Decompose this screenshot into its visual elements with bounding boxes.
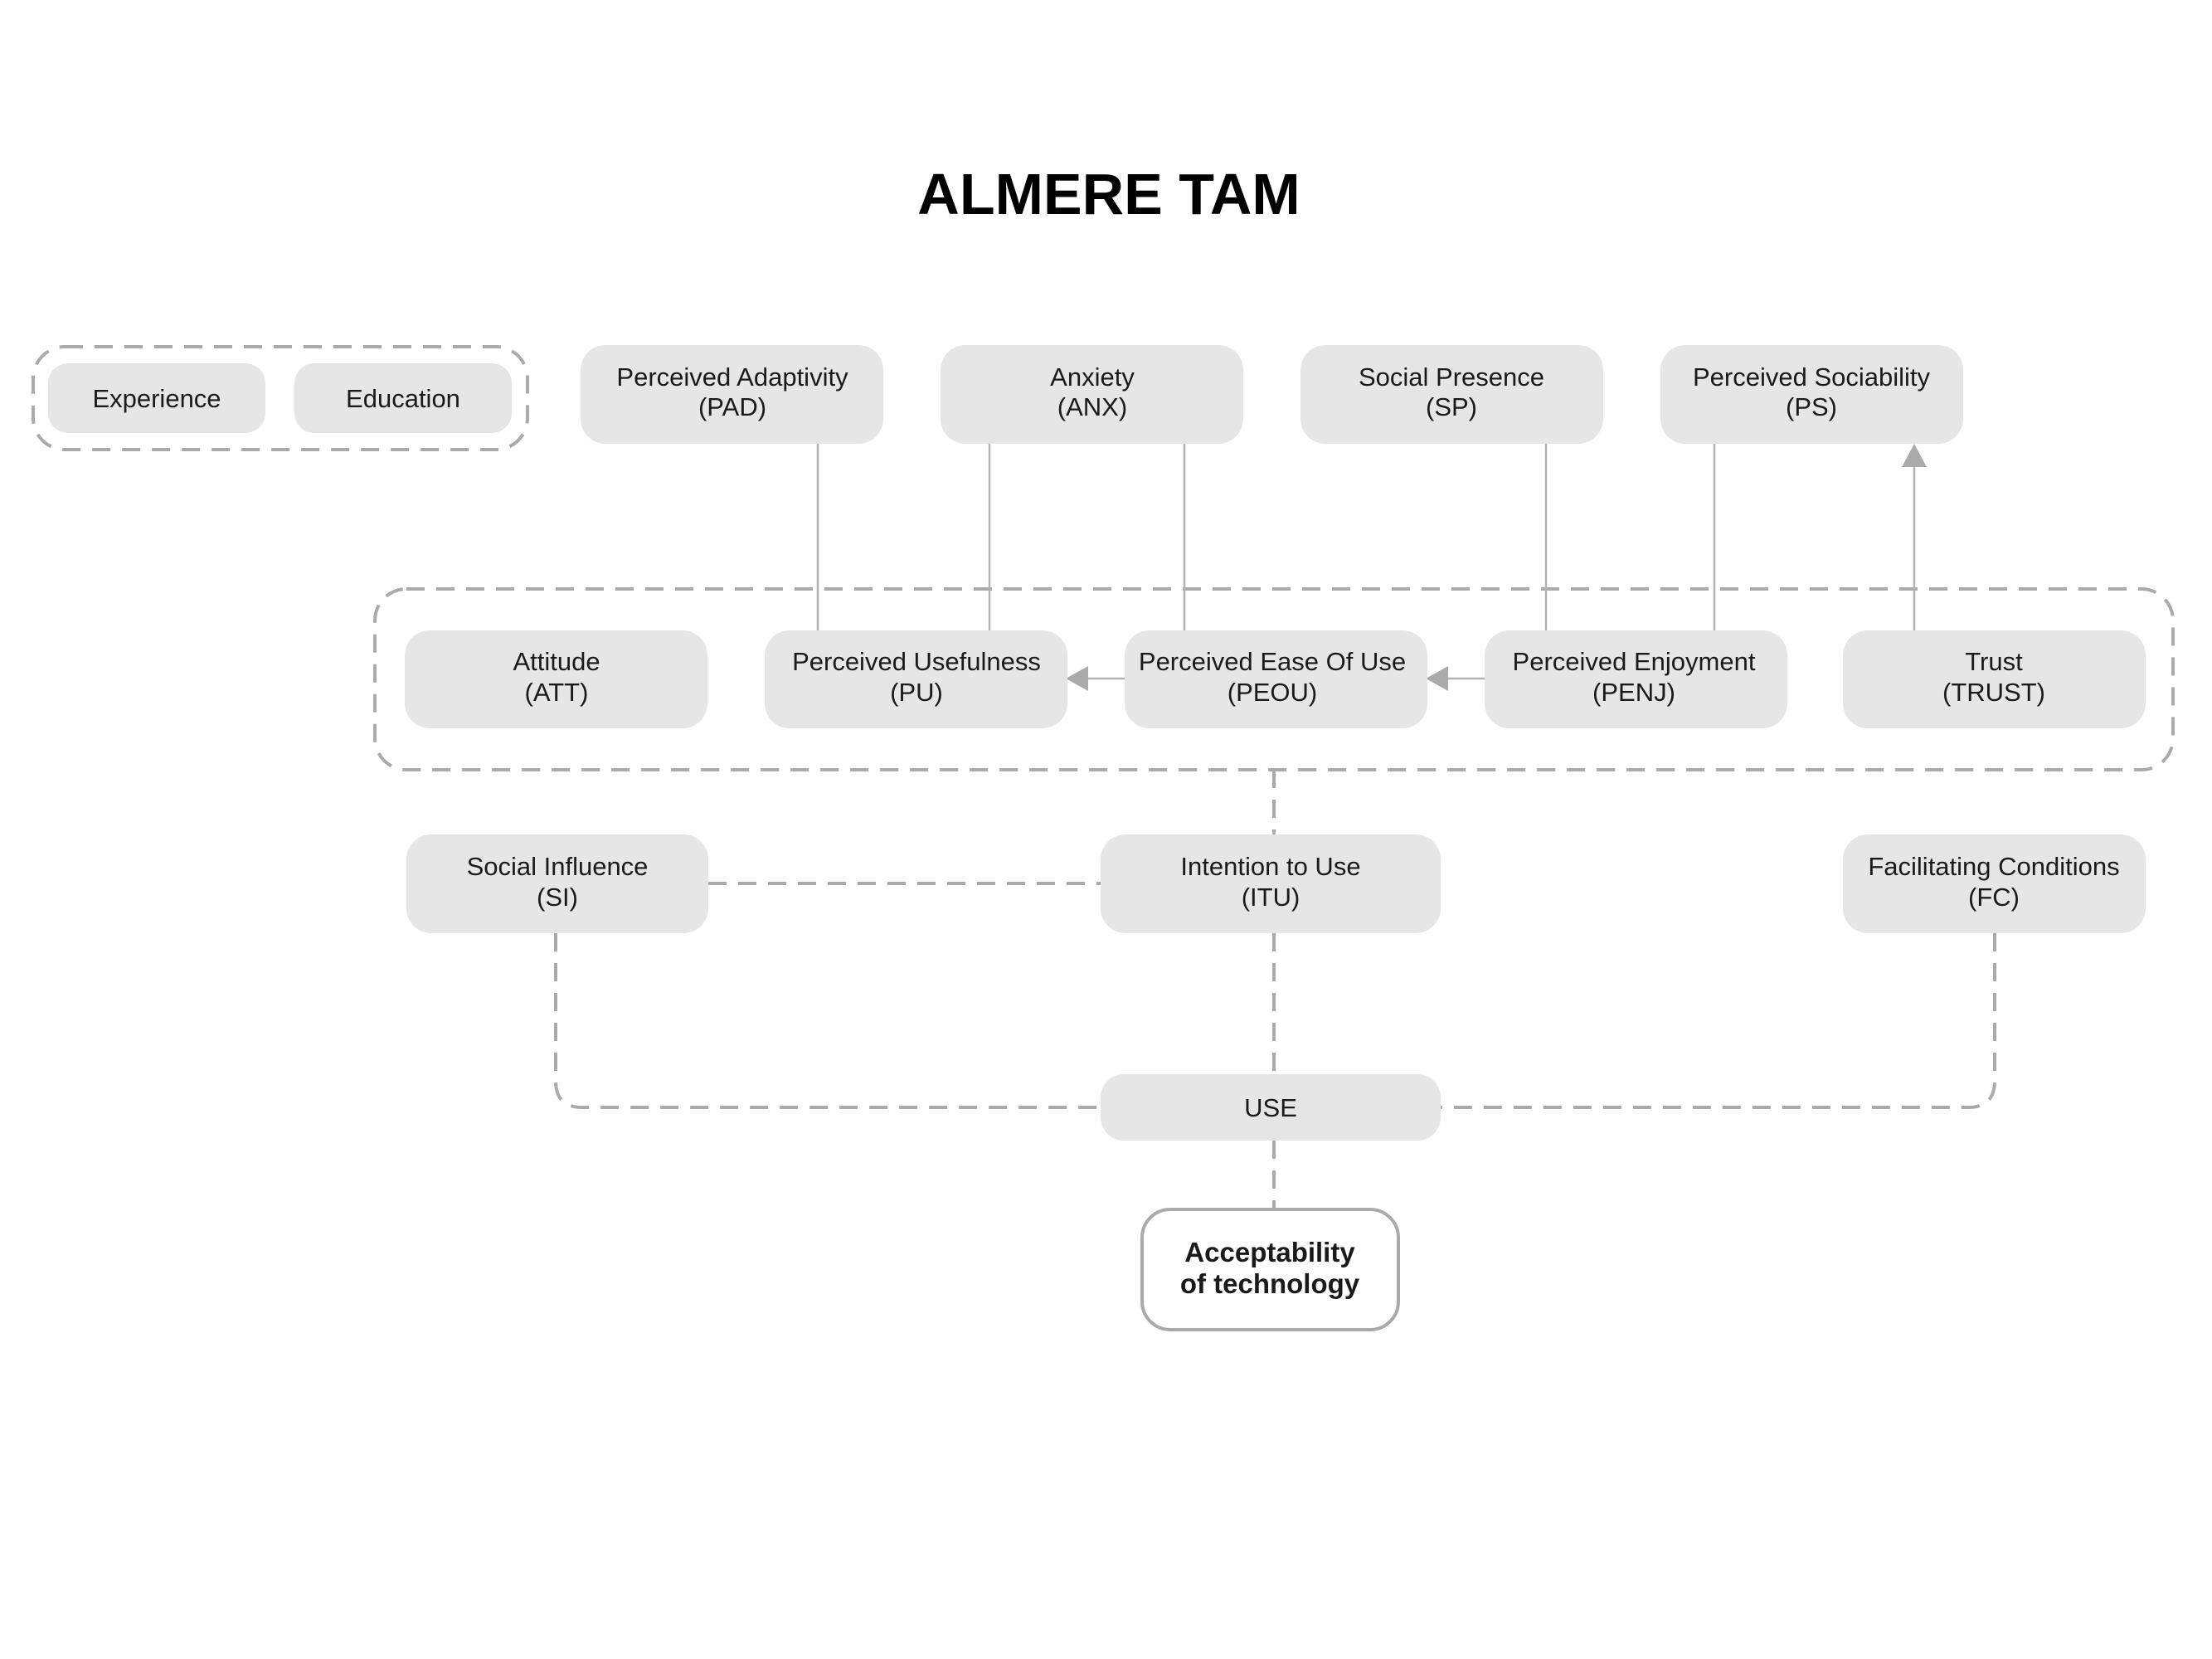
node-use: USE: [1101, 1074, 1441, 1141]
node-anx: Anxiety (ANX): [941, 345, 1243, 444]
connector-si-use: [554, 933, 1101, 1109]
influence-connectors: [816, 444, 1927, 691]
node-peou: Perceived Ease Of Use (PEOU): [1125, 630, 1427, 728]
node-penj-abbr: (PENJ): [1592, 678, 1675, 707]
node-itu-name: Intention to Use: [1180, 852, 1360, 881]
node-acceptability: Acceptability of technology: [1140, 1208, 1400, 1331]
node-use-label: USE: [1244, 1093, 1297, 1122]
node-education-label: Education: [346, 384, 460, 413]
node-acceptability-line2: of technology: [1180, 1268, 1360, 1299]
node-ps: Perceived Sociability (PS): [1660, 345, 1963, 444]
node-anx-abbr: (ANX): [1057, 392, 1127, 421]
node-si: Social Influence (SI): [406, 834, 708, 933]
node-trust-abbr: (TRUST): [1942, 678, 2045, 707]
flow-connectors: [554, 770, 1996, 1209]
node-trust: Trust (TRUST): [1843, 630, 2146, 728]
node-att-abbr: (ATT): [525, 678, 589, 707]
node-penj-name: Perceived Enjoyment: [1513, 647, 1756, 676]
arrowhead-to-pu: [1066, 666, 1088, 691]
connector-fc-use: [1441, 933, 1996, 1109]
node-sp: Social Presence (SP): [1300, 345, 1603, 444]
node-itu-abbr: (ITU): [1242, 883, 1300, 912]
node-att-name: Attitude: [513, 647, 600, 676]
node-peou-name: Perceived Ease Of Use: [1139, 647, 1406, 676]
diagram-title: ALMERE TAM: [917, 162, 1300, 226]
node-si-abbr: (SI): [537, 883, 578, 912]
node-ps-abbr: (PS): [1786, 392, 1837, 421]
node-fc-abbr: (FC): [1968, 883, 2020, 912]
node-itu: Intention to Use (ITU): [1101, 834, 1441, 933]
node-penj: Perceived Enjoyment (PENJ): [1485, 630, 1787, 728]
node-ps-name: Perceived Sociability: [1693, 362, 1931, 392]
node-pad-abbr: (PAD): [698, 392, 766, 421]
node-si-name: Social Influence: [467, 852, 649, 881]
node-trust-name: Trust: [1965, 647, 2023, 676]
node-education: Education: [294, 363, 512, 433]
node-att: Attitude (ATT): [405, 630, 707, 728]
node-pu-name: Perceived Usefulness: [792, 647, 1041, 676]
node-anx-name: Anxiety: [1050, 362, 1135, 392]
node-fc: Facilitating Conditions (FC): [1843, 834, 2146, 933]
node-pu: Perceived Usefulness (PU): [765, 630, 1067, 728]
node-pad: Perceived Adaptivity (PAD): [581, 345, 883, 444]
node-sp-abbr: (SP): [1426, 392, 1477, 421]
node-fc-name: Facilitating Conditions: [1868, 852, 2119, 881]
arrowhead-to-peou: [1426, 666, 1448, 691]
node-peou-abbr: (PEOU): [1228, 678, 1318, 707]
arrowhead-to-ps: [1902, 444, 1927, 467]
node-experience-label: Experience: [92, 384, 221, 413]
node-pad-name: Perceived Adaptivity: [616, 362, 848, 392]
node-experience: Experience: [48, 363, 265, 433]
moderators-group: [32, 345, 529, 451]
node-pu-abbr: (PU): [890, 678, 943, 707]
node-acceptability-line1: Acceptability: [1184, 1237, 1355, 1267]
node-sp-name: Social Presence: [1359, 362, 1544, 392]
